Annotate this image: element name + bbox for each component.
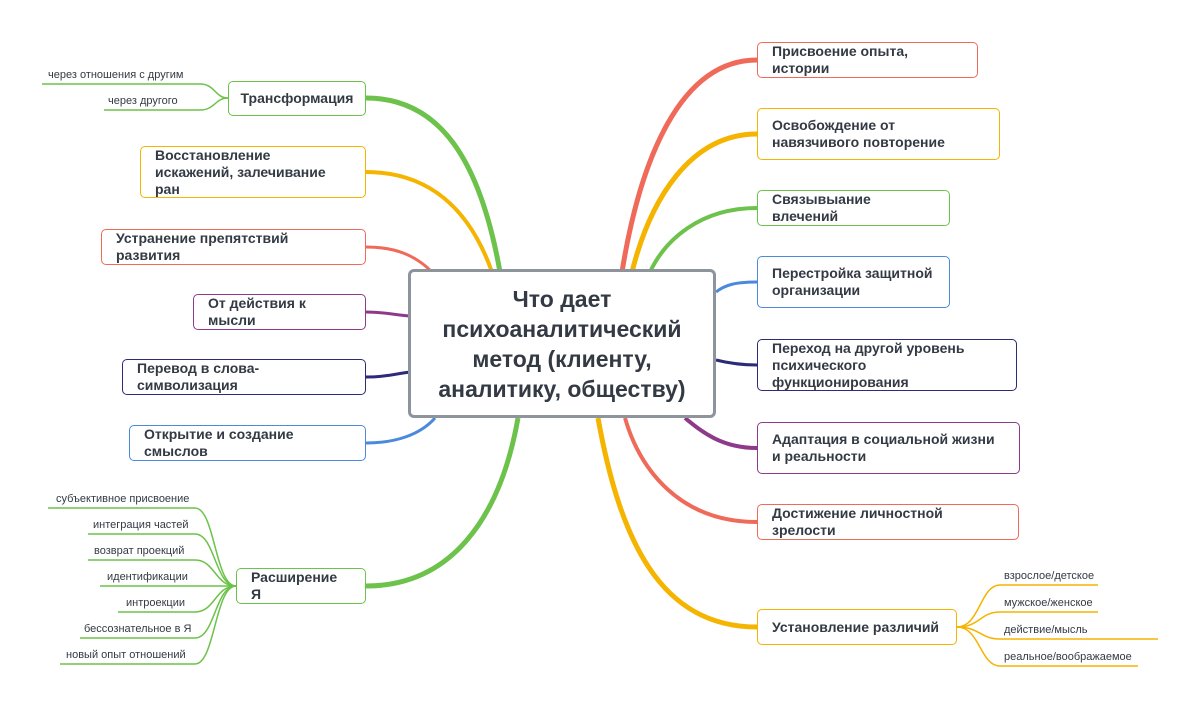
- leaf-return-projections[interactable]: возврат проекций: [94, 545, 185, 557]
- node-differences[interactable]: Установление различий: [757, 609, 957, 645]
- leaf-adult-child[interactable]: взрослое/детское: [1004, 570, 1095, 582]
- leaf-male-female[interactable]: мужское/женское: [1004, 597, 1093, 609]
- node-label: Расширение Я: [251, 569, 338, 602]
- node-label: Перевод в слова-символизация: [137, 360, 260, 393]
- leaf-unconscious-in-self[interactable]: бессознательное в Я: [84, 623, 192, 635]
- node-label: Восстановление искажений, залечивание ра…: [155, 146, 326, 197]
- link-liberation: [629, 131, 758, 273]
- leaf-new-relations-experience[interactable]: новый опыт отношений: [66, 649, 186, 661]
- node-label: От действия к мысли: [208, 295, 306, 328]
- leaf-through-relations[interactable]: через отношения с другим: [48, 69, 184, 81]
- link-restoration: [365, 170, 494, 273]
- link-differences: [595, 417, 758, 630]
- leaf-integration-parts[interactable]: интеграция частей: [93, 519, 189, 531]
- node-obstacles[interactable]: Устранение препятствий развития: [101, 229, 366, 265]
- link-self-expansion: [365, 417, 521, 589]
- node-label: Перестройка защитной организации: [772, 265, 933, 298]
- central-topic-line: метод (клиенту,: [472, 345, 652, 372]
- node-label: Освобождение от навязчивого повторение: [772, 117, 945, 150]
- link-words: [365, 370, 411, 379]
- leaf-through-other[interactable]: через другого: [108, 95, 178, 107]
- central-topic-line: психоаналитический: [442, 315, 682, 342]
- link-defense: [715, 280, 758, 294]
- link-adaptation: [683, 416, 758, 450]
- node-appropriation[interactable]: Присвоение опыта, истории: [757, 42, 978, 78]
- central-topic[interactable]: Что дает психоаналитический метод (клиен…: [408, 269, 716, 418]
- node-label: Установление различий: [772, 618, 940, 635]
- node-action-to-thought[interactable]: От действия к мысли: [193, 294, 366, 330]
- node-label: Трансформация: [240, 90, 354, 106]
- leaf-introjections[interactable]: интроекции: [126, 597, 186, 609]
- node-transition[interactable]: Переход на другой уровень психического ф…: [757, 339, 1017, 391]
- node-words-symbolization[interactable]: Перевод в слова-символизация: [122, 359, 366, 395]
- node-label: Устранение препятствий развития: [116, 230, 289, 263]
- node-transformation[interactable]: Трансформация: [228, 81, 366, 116]
- link-maturity: [623, 417, 758, 524]
- node-label: Достижение личностной зрелости: [772, 505, 943, 538]
- node-restoration[interactable]: Восстановление искажений, залечивание ра…: [140, 146, 366, 198]
- node-self-expansion[interactable]: Расширение Я: [236, 568, 366, 604]
- leaf-action-thought[interactable]: действие/мысль: [1004, 624, 1088, 636]
- central-topic-line: Что дает: [512, 285, 612, 312]
- link-transition: [715, 358, 758, 367]
- node-meanings[interactable]: Открытие и создание смыслов: [129, 425, 366, 461]
- node-defense[interactable]: Перестройка защитной организации: [757, 256, 950, 308]
- link-transformation: [365, 95, 503, 273]
- central-topic-line: аналитику, обществу): [438, 375, 686, 402]
- node-liberation[interactable]: Освобождение от навязчивого повторение: [757, 108, 1000, 160]
- link-action-thought: [365, 310, 411, 318]
- node-label: Открытие и создание смыслов: [144, 426, 294, 459]
- link-obstacles: [365, 245, 434, 274]
- node-maturity[interactable]: Достижение личностной зрелости: [757, 504, 1019, 540]
- leaf-real-imaginary[interactable]: реальное/воображаемое: [1004, 651, 1132, 663]
- leaf-identifications[interactable]: идентификации: [107, 571, 188, 583]
- link-appropriation: [619, 57, 758, 273]
- node-label: Переход на другой уровень психического ф…: [772, 339, 965, 390]
- node-label: Связывыание влечений: [772, 191, 871, 224]
- link-meanings: [365, 416, 437, 445]
- leaf-subjective-appropriation[interactable]: субъективное присвоение: [56, 493, 190, 505]
- node-label: Присвоение опыта, истории: [772, 43, 909, 76]
- node-label: Адаптация в социальной жизни и реальност…: [772, 431, 995, 464]
- node-adaptation[interactable]: Адаптация в социальной жизни и реальност…: [757, 422, 1020, 474]
- node-binding[interactable]: Связывыание влечений: [757, 190, 950, 226]
- link-binding: [648, 206, 758, 273]
